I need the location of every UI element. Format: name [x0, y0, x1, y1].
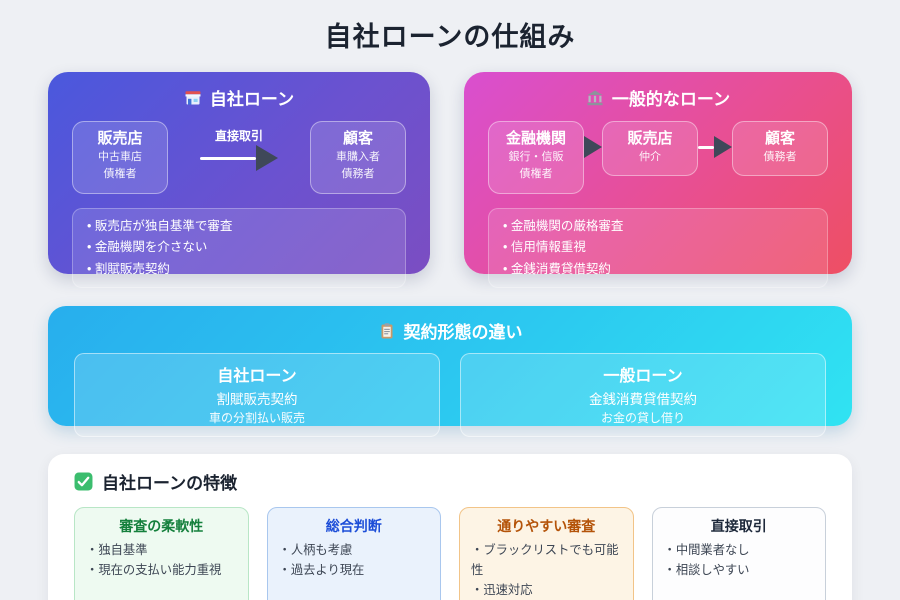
feature-bullet: 現在の支払い能力重視: [86, 561, 237, 581]
features-card: 自社ローンの特徴 審査の柔軟性 独自基準 現在の支払い能力重視 総合判断 人柄も…: [48, 454, 852, 600]
arrow-right-icon: [200, 145, 278, 171]
feature-bullet: 独自基準: [86, 541, 237, 561]
own-loan-card-title: 自社ローン: [209, 90, 295, 109]
flow-node-subtitle: 債務者: [763, 150, 797, 163]
bullet-item: 販売店が独自基準で審査: [87, 216, 391, 238]
contract-item-title: 自社ローン: [217, 368, 297, 385]
arrow-label: 直接取引: [214, 129, 263, 143]
check-icon: [74, 472, 93, 491]
feature-title: 総合判断: [325, 518, 382, 534]
store-icon: [184, 89, 202, 107]
flow-node-title: 顧客: [764, 130, 795, 147]
flow-node-subtitle: 中古車店: [98, 150, 142, 163]
bullet-item: 金銭消費貸借契約: [503, 259, 813, 281]
flow-node-subtitle: 債権者: [519, 168, 553, 181]
bank-icon: [586, 89, 604, 107]
contract-item-line: 車の分割払い販売: [208, 410, 305, 425]
flow-node-customer: 顧客 車購入者 債務者: [310, 121, 406, 194]
contract-item-line: お金の貸し借り: [600, 410, 685, 425]
flow-node-title: 販売店: [627, 130, 673, 147]
contract-card-title: 契約形態の違い: [403, 323, 523, 342]
comparison-row: 自社ローン 販売店 中古車店 債権者 直接取引 顧客 車購入者: [48, 72, 852, 289]
flow-node-title: 金融機関: [505, 130, 566, 147]
flow-node-title: 顧客: [342, 130, 373, 147]
feature-title: 直接取引: [710, 518, 767, 534]
feature-flexibility: 審査の柔軟性 独自基準 現在の支払い能力重視: [74, 507, 249, 600]
arrow-right-icon: [698, 136, 732, 158]
arrow-right-icon: [584, 136, 602, 158]
feature-easy-screening: 通りやすい審査 ブラックリストでも可能性 迅速対応: [459, 507, 634, 600]
feature-bullet: 過去より現在: [279, 561, 430, 581]
flow-node-subtitle: 仲介: [639, 150, 661, 163]
features-card-title: 自社ローンの特徴: [102, 474, 238, 493]
general-loan-flow: 金融機関 銀行・信販 債権者 販売店 仲介 顧客 債務者: [488, 121, 828, 194]
general-loan-bullets: 金融機関の厳格審査 信用情報重視 金銭消費貸借契約: [488, 207, 828, 289]
feature-bullet: 中間業者なし: [664, 541, 815, 561]
features-grid: 審査の柔軟性 独自基準 現在の支払い能力重視 総合判断 人柄も考慮 過去より現在…: [74, 507, 826, 600]
bullet-item: 信用情報重視: [503, 237, 813, 259]
bullet-item: 金融機関の厳格審査: [503, 216, 813, 238]
clipboard-icon: [378, 322, 396, 340]
contract-grid: 自社ローン 割賦販売契約 車の分割払い販売 一般ローン 金銭消費貸借契約 お金の…: [74, 353, 826, 437]
contract-item-line: 金銭消費貸借契約: [589, 392, 697, 407]
bullet-item: 割賦販売契約: [87, 259, 391, 281]
feature-bullet: 迅速対応: [471, 581, 622, 600]
feature-bullet: 相談しやすい: [664, 561, 815, 581]
contract-card-header: 契約形態の違い: [74, 318, 826, 343]
feature-bullet: ブラックリストでも可能性: [471, 541, 622, 581]
feature-title: 審査の柔軟性: [119, 518, 204, 534]
flow-node-subtitle: 銀行・信販: [508, 150, 564, 163]
feature-judgement: 総合判断 人柄も考慮 過去より現在: [266, 507, 441, 600]
own-loan-card-header: 自社ローン: [72, 85, 406, 110]
direct-deal-arrow: 直接取引: [168, 121, 310, 171]
contract-item-general: 一般ローン 金銭消費貸借契約 お金の貸し借り: [460, 353, 826, 437]
flow-node-seller: 販売店 中古車店 債権者: [72, 121, 168, 194]
flow-node-subtitle: 債務者: [341, 168, 375, 181]
flow-node-seller: 販売店 仲介: [602, 121, 698, 177]
feature-bullet: 人柄も考慮: [279, 541, 430, 561]
own-loan-card: 自社ローン 販売店 中古車店 債権者 直接取引 顧客 車購入者: [48, 72, 430, 289]
flow-node-title: 販売店: [97, 130, 143, 147]
flow-node-subtitle: 債権者: [103, 168, 137, 181]
contract-item-line: 割賦販売契約: [216, 392, 298, 407]
flow-node-customer: 顧客 債務者: [732, 121, 828, 177]
bullet-item: 金融機関を介さない: [87, 237, 391, 259]
flow-node-subtitle: 車購入者: [336, 150, 380, 163]
own-loan-bullets: 販売店が独自基準で審査 金融機関を介さない 割賦販売契約: [72, 207, 406, 289]
own-loan-flow: 販売店 中古車店 債権者 直接取引 顧客 車購入者 債務者: [72, 121, 406, 194]
contract-card: 契約形態の違い 自社ローン 割賦販売契約 車の分割払い販売 一般ローン 金銭消費…: [48, 306, 852, 437]
contract-item-own: 自社ローン 割賦販売契約 車の分割払い販売: [74, 353, 440, 437]
general-loan-card: 一般的なローン 金融機関 銀行・信販 債権者 販売店 仲介: [464, 72, 852, 289]
flow-node-bank: 金融機関 銀行・信販 債権者: [488, 121, 584, 194]
page-title: 自社ローンの仕組み: [324, 22, 576, 52]
general-loan-card-title: 一般的なローン: [611, 90, 731, 109]
general-loan-card-header: 一般的なローン: [488, 85, 828, 110]
feature-title: 通りやすい審査: [497, 518, 596, 534]
features-card-header: 自社ローンの特徴: [74, 469, 826, 494]
feature-direct-deal: 直接取引 中間業者なし 相談しやすい: [651, 507, 826, 600]
contract-item-title: 一般ローン: [603, 368, 683, 385]
